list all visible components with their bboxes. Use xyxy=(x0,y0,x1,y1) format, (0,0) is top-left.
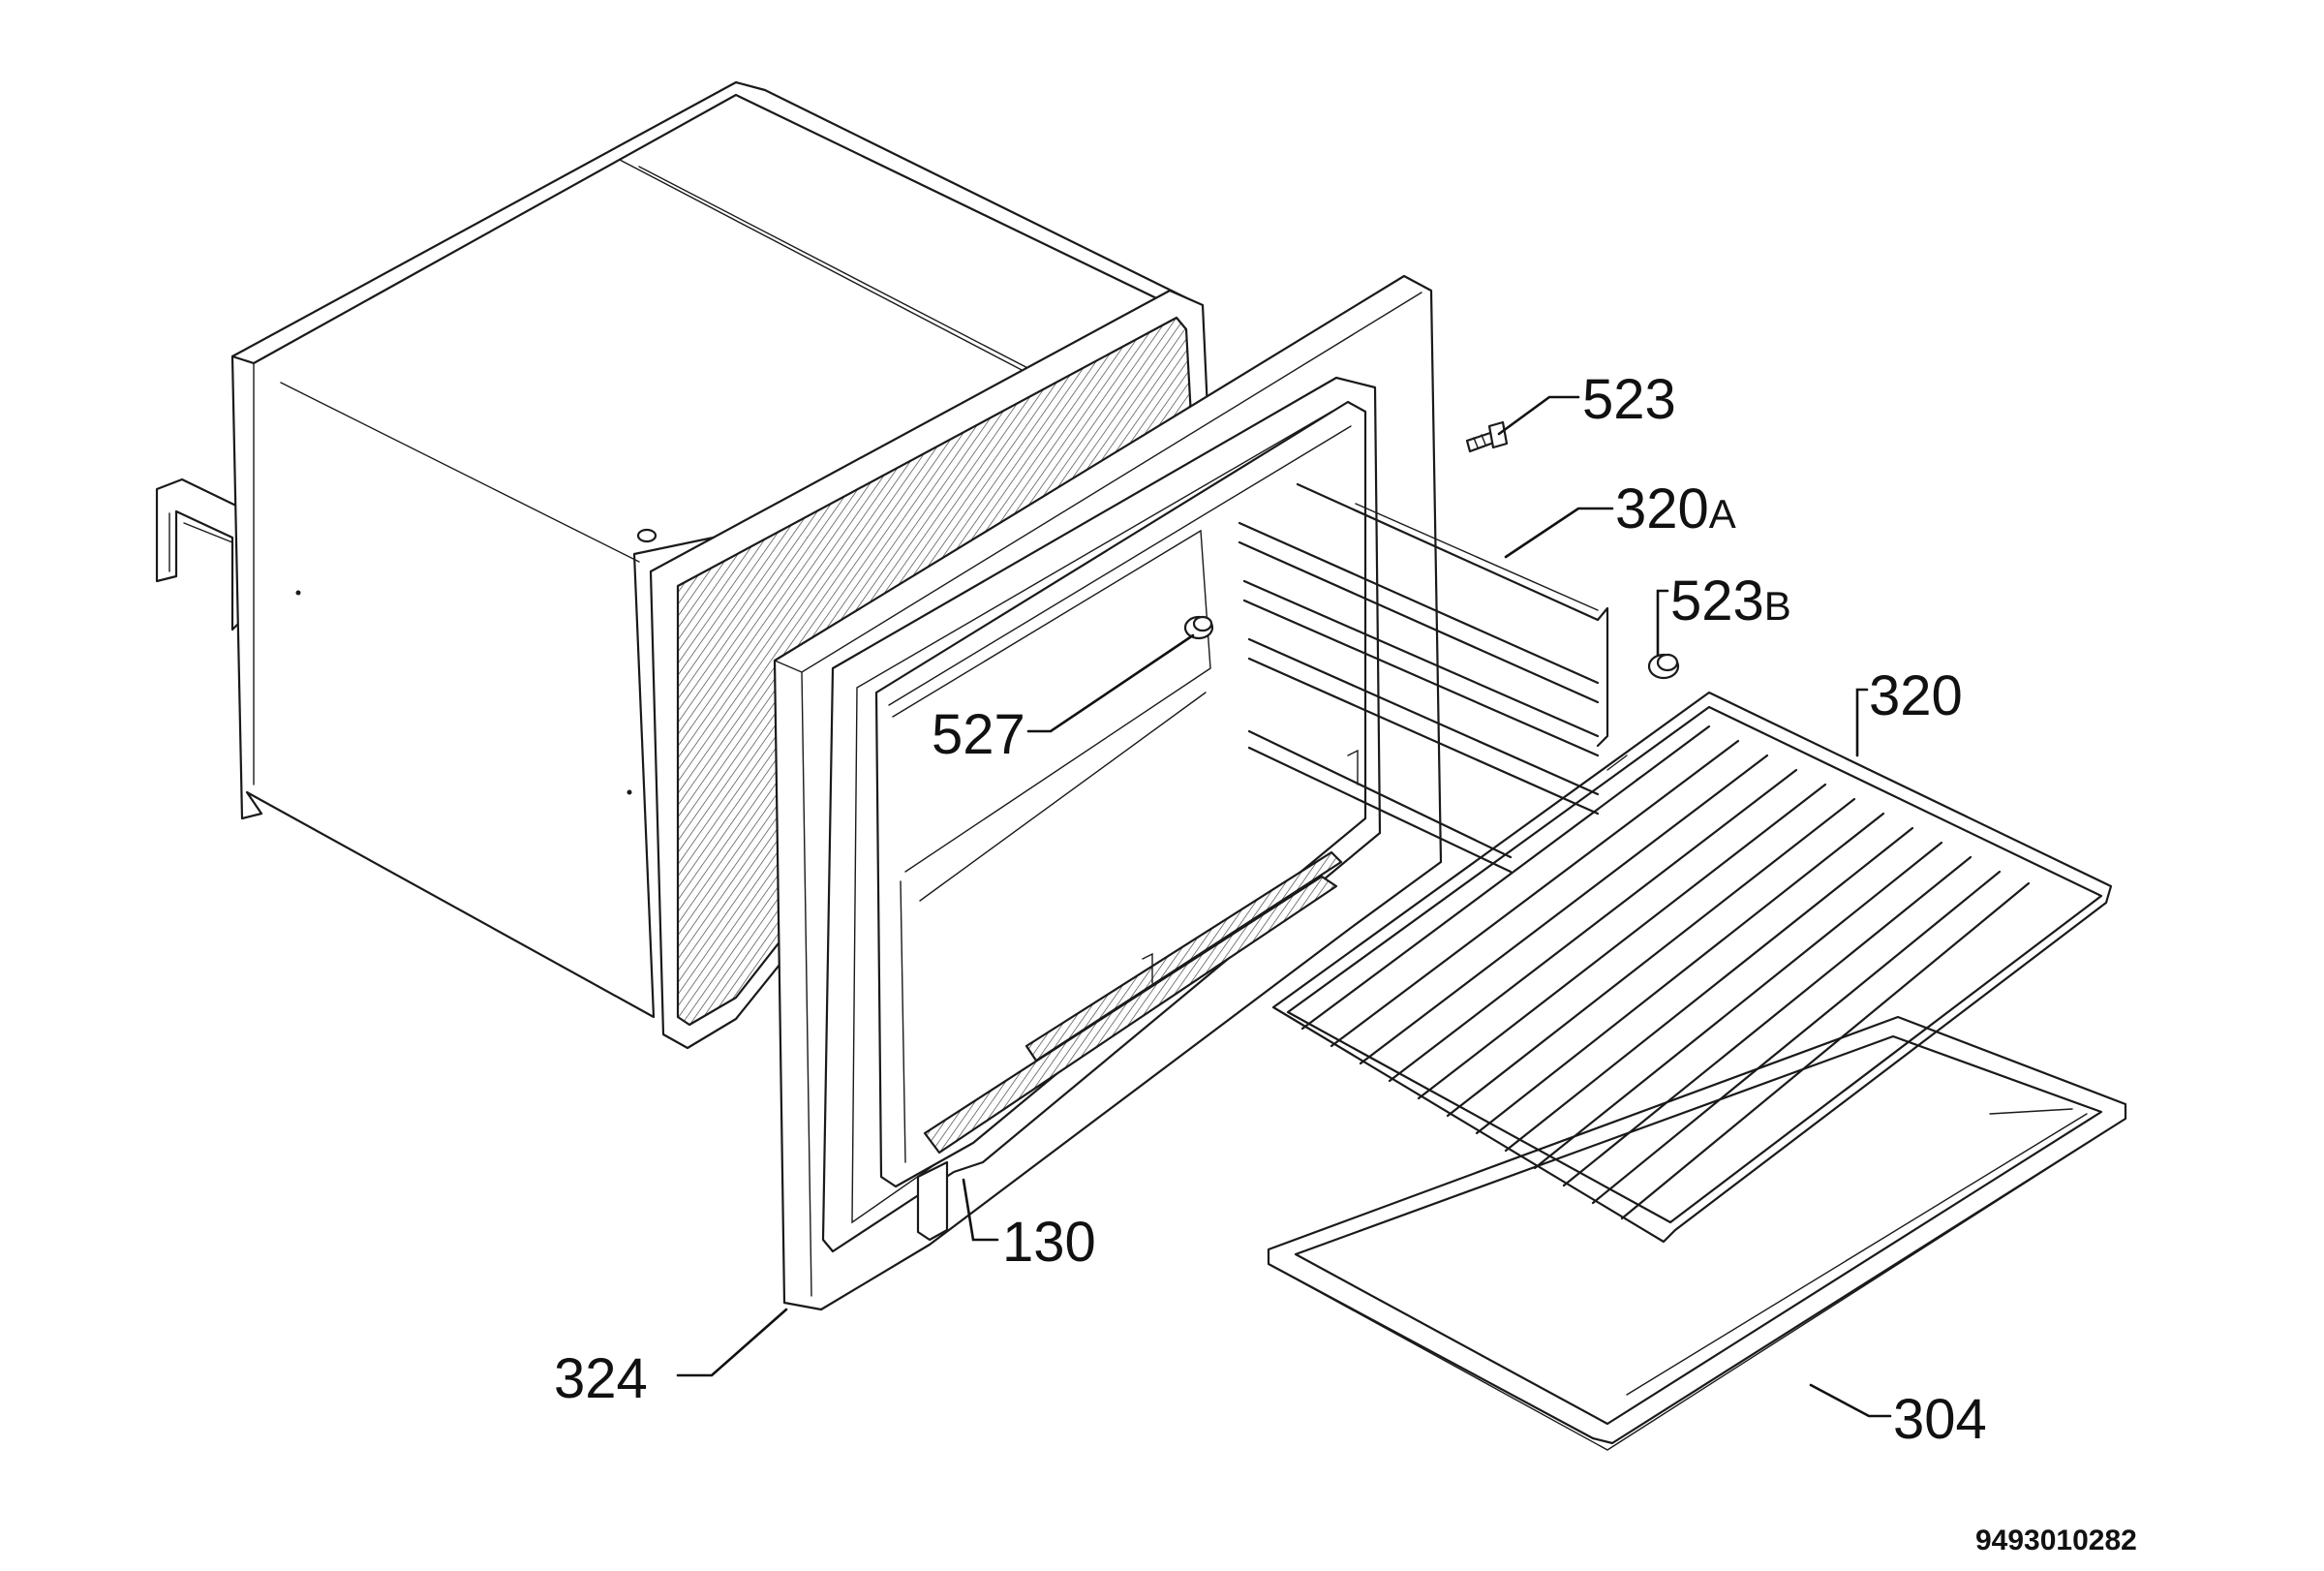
label-304: 304 xyxy=(1893,1388,1987,1451)
leader-304 xyxy=(1809,1383,1892,1418)
knob-527 xyxy=(1183,615,1214,640)
knob-523b xyxy=(1647,653,1680,680)
part-labels: 523 320A 523B 320 527 130 324 304 949301… xyxy=(554,368,2137,1556)
leader-324 xyxy=(676,1308,788,1377)
label-320: 320 xyxy=(1869,664,1963,727)
wire-shelf-frame xyxy=(1271,691,2113,1244)
leader-527 xyxy=(1026,633,1195,733)
mounting-bracket xyxy=(155,477,244,631)
leader-523 xyxy=(1497,395,1580,436)
shelf-rails xyxy=(1238,482,1609,874)
front-frame xyxy=(773,274,1443,1311)
drawing-code: 9493010282 xyxy=(1975,1525,2137,1556)
screw-523 xyxy=(1465,420,1509,453)
vent-hole xyxy=(636,528,657,543)
label-130: 130 xyxy=(1002,1211,1096,1274)
leader-320a xyxy=(1504,507,1614,559)
leader-lines xyxy=(676,395,1892,1418)
label-523: 523 xyxy=(1582,368,1676,431)
label-527: 527 xyxy=(932,703,1025,766)
leader-523b xyxy=(1656,589,1669,657)
leader-130 xyxy=(962,1178,999,1242)
front-frame-tab xyxy=(916,1160,949,1242)
leader-320 xyxy=(1855,688,1869,757)
front-frame-seal xyxy=(925,877,1336,1153)
label-523b: 523B xyxy=(1670,570,1791,632)
wire-shelf xyxy=(1271,691,2113,1244)
label-320a: 320A xyxy=(1615,477,1736,540)
label-324: 324 xyxy=(554,1347,648,1410)
